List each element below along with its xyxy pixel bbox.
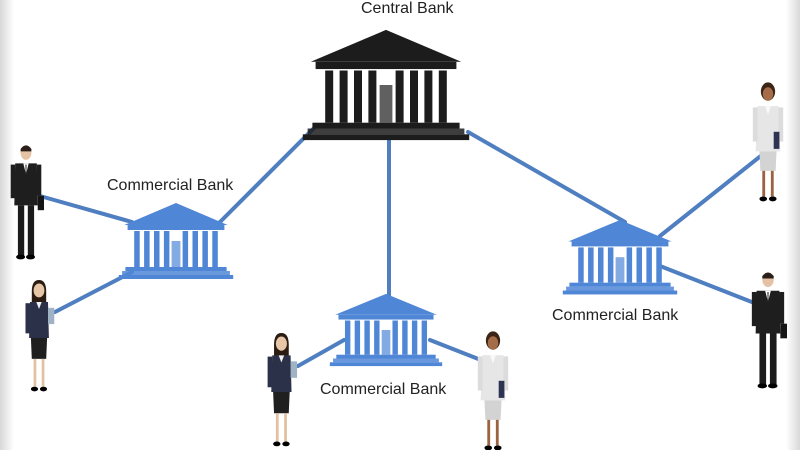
connector-left-bank-to-man xyxy=(38,194,134,224)
commercial-bank-left-icon xyxy=(118,203,234,279)
person-woman-left-icon xyxy=(25,280,55,392)
connector-right-bank-to-woman xyxy=(658,153,764,238)
connectors xyxy=(38,123,764,368)
person-woman-center-right-icon xyxy=(477,331,509,450)
connector-central-to-right-bank xyxy=(466,130,627,224)
connector-center-bank-to-woman-right xyxy=(428,338,488,364)
central-bank-icon xyxy=(302,29,470,141)
commercial-bank-center-icon xyxy=(329,293,443,367)
commercial-bank-right-label: Commercial Bank xyxy=(552,307,679,324)
commercial-bank-right-icon xyxy=(562,219,678,295)
left-edge-shade xyxy=(0,0,14,450)
person-man-right-icon xyxy=(751,272,787,389)
connector-right-bank-to-man xyxy=(658,264,764,308)
commercial-bank-center-label: Commercial Bank xyxy=(320,381,447,398)
connector-central-to-left-bank xyxy=(216,123,319,226)
person-man-left-icon xyxy=(10,145,44,260)
person-woman-center-left-icon xyxy=(267,333,298,447)
central-bank-label: Central Bank xyxy=(361,0,454,17)
commercial-bank-left-label: Commercial Bank xyxy=(107,177,234,194)
person-woman-right-icon xyxy=(752,82,784,202)
connector-center-bank-to-woman-left xyxy=(296,338,346,368)
right-edge-shade xyxy=(786,0,800,450)
